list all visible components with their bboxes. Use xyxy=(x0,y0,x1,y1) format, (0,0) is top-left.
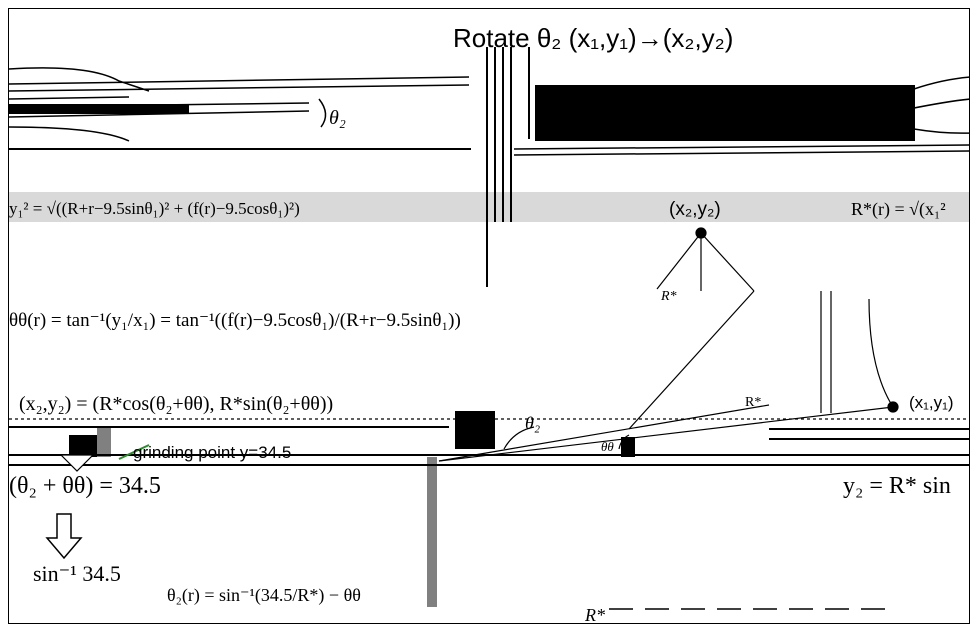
green-tick xyxy=(118,444,150,460)
grinding-lines xyxy=(9,426,969,466)
r-star-bottom-label: R* xyxy=(585,605,605,624)
eq-condition: (θ₂ + θθ) = 34.5 xyxy=(9,473,161,499)
grinding-point-label: grinding point y=34.5 xyxy=(133,443,292,462)
down-arrow xyxy=(45,513,83,560)
thick-bar-left xyxy=(9,104,189,114)
triangle-marker xyxy=(59,454,95,472)
label-x2y2: (x₂,y₂) xyxy=(669,199,721,220)
eq-y2: y₂ = R* sin xyxy=(843,473,951,499)
equation-band xyxy=(9,192,969,222)
point-tree xyxy=(628,227,755,430)
label-x1y1: (x₁,y₁) xyxy=(909,393,954,412)
rotate-title: Rotate θ₂ (x₁,y₁)→(x₂,y₂) xyxy=(453,23,734,53)
eq-r-star-top: y₁² = √((R+r−9.5sinθ₁)² + (f(r)−9.5cosθ₁… xyxy=(9,199,300,218)
gray-post xyxy=(97,427,111,457)
theta2-mid-label: θ₂ xyxy=(525,413,541,433)
eq-r-star-right: R*(r) = √(x₁² xyxy=(851,199,946,219)
upper-right-lines xyxy=(513,76,969,156)
right-geometry xyxy=(820,291,899,413)
center-posts xyxy=(486,47,530,287)
diagram-graphics xyxy=(9,47,969,610)
theta2-arc xyxy=(503,426,535,450)
theta2-top-label: θ₂ xyxy=(329,107,346,129)
thetatheta-arc xyxy=(618,434,630,450)
r-star-mid-label: R* xyxy=(745,395,762,410)
r-star-top-label: R* xyxy=(661,289,677,304)
gray-column xyxy=(427,457,437,607)
block-small xyxy=(621,437,635,457)
eq-solution-left: sin⁻¹ 34.5 xyxy=(33,561,121,586)
thetatheta-label: θθ xyxy=(601,439,614,454)
eq-solution: θ₂(r) = sin⁻¹(34.5/R*) − θθ xyxy=(167,585,361,605)
eq-theta-theta: θθ(r) = tan⁻¹(y₁/x₁) = tan⁻¹((f(r)−9.5co… xyxy=(9,310,461,331)
upper-right-block xyxy=(535,85,915,141)
eq-rotation: (x₂,y₂) = (R*cos(θ₂+θθ), R*sin(θ₂+θθ)) xyxy=(19,393,334,415)
block-mid xyxy=(455,411,495,449)
diagram-frame: Rotate θ₂ (x₁,y₁)→(x₂,y₂) θ₂ y₁² = √((R+… xyxy=(8,8,970,624)
